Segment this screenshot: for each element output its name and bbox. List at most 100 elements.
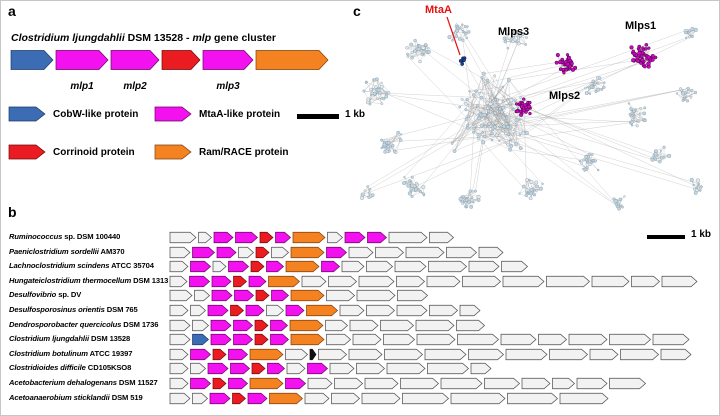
gene-arrow [609,377,647,390]
network-node [378,91,383,95]
network-node-mlps [522,108,526,113]
organism-name: Acetoanaerobium sticklandii DSM 519 [9,393,143,402]
network-nodes [360,23,703,211]
network-node [515,30,518,34]
network-node-mlps [569,61,574,66]
network-node [585,166,589,170]
network-node [413,38,417,43]
network-node [360,195,365,200]
network-node [631,118,635,121]
gene-arrow [198,231,213,244]
gene-arrow [266,261,285,273]
network-node [470,196,474,200]
network-node-mlps [567,55,572,60]
network-node [515,40,518,44]
network-node [415,181,418,185]
network-node [689,177,694,182]
gene-arrow [169,348,189,360]
network-node [502,124,507,129]
gene-arrow [271,246,290,258]
gene-arrow [169,392,191,404]
network-node [454,25,458,28]
network-node [490,138,494,142]
network-node [447,35,452,40]
network-node [512,36,516,39]
network-node [506,47,510,50]
gene-arrow [230,363,251,375]
gene-arrow [250,261,265,273]
network-node [426,49,431,54]
network-node [364,81,368,84]
gene-arrow [209,392,231,404]
network-node [419,190,423,194]
cluster-title-part: mlp [192,32,212,44]
gene-arrow [211,290,233,302]
network-node [528,178,531,181]
organism-name-italic: Acetoanaerobium sticklandii [9,392,110,402]
ssn-network [360,16,703,211]
network-node [490,92,494,96]
gene-arrow [304,392,330,404]
network-node [498,139,501,142]
network-node [588,92,592,95]
network-node [639,107,642,110]
gene-arrow [207,304,229,317]
network-node [383,150,387,154]
network-node [591,79,596,84]
network-node [487,125,490,128]
gene-arrow [576,377,608,390]
gene-arrow [383,334,416,346]
network-node [686,90,691,94]
network-node [451,39,454,42]
gene-cluster-row: Dendrosporobacter quercicolus DSM 1736 [1,317,719,332]
gene-arrow [507,392,559,404]
network-node [382,96,386,101]
network-node [529,180,534,184]
gene-arrow [270,319,289,331]
gene-arrow [334,377,364,390]
gene-arrow [462,275,502,287]
network-node [495,107,499,111]
gene-cluster-row: Clostridium ljungdahlii DSM 13528 [1,331,719,346]
network-node [686,99,690,103]
gene-row-svg [169,334,690,346]
network-node [689,95,693,99]
organism-name-italic: Lachnoclostridium scindens [9,261,110,271]
network-node [630,120,634,124]
gene-arrow [254,334,269,346]
network-node [489,107,493,112]
gene-arrow [309,348,317,360]
network-node [511,39,515,43]
gene-arrow [251,363,266,375]
gene-arrow [213,231,234,244]
gene-row-svg [169,246,504,258]
gene-arrow [290,246,325,258]
gene-arrow [207,363,229,375]
gene-arrow [154,144,192,160]
network-node [369,87,373,92]
network-node [690,34,693,38]
network-node [662,145,666,149]
network-node [506,97,510,101]
network-node [524,193,529,198]
network-node [518,146,523,151]
network-node [535,184,539,189]
organism-name-italic: Ruminococcus [9,232,63,241]
network-node [472,93,476,97]
network-node [406,183,411,188]
gene-cluster-row: Hungateiclostridium thermocellum DSM 131… [1,273,719,288]
gene-arrow [459,304,481,317]
gene-arrow [233,275,248,287]
network-node [681,99,685,102]
mlps1-label: Mlps1 [625,20,657,32]
organism-name-italic: Clostridium ljungdahlii [9,334,89,344]
gene-arrow [169,246,191,258]
gene-arrow [292,231,326,244]
legend-arrow-mtaa [154,106,192,122]
network-node [527,192,531,196]
gene-row-svg [169,392,609,404]
network-node [518,33,523,38]
network-node [578,159,582,163]
network-node [654,157,658,161]
